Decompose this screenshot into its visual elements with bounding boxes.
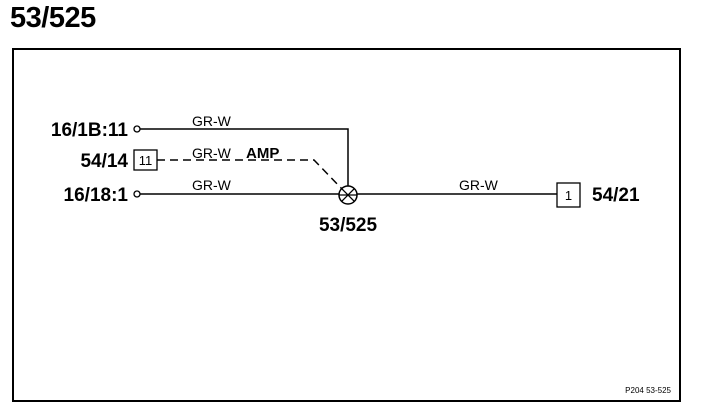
terminal-bottom-left <box>133 190 141 198</box>
wire-label-right: GR-W <box>459 177 499 193</box>
wire-label-top: GR-W <box>192 113 232 129</box>
connector-label-left-bottom: 16/18:1 <box>64 185 129 206</box>
diagram-frame <box>12 48 681 402</box>
connector-box-left-mid-pin: 11 <box>139 153 153 168</box>
wire-note-amp: AMP <box>246 145 279 162</box>
wire-label-bottom: GR-W <box>192 177 232 193</box>
page-title: 53/525 <box>10 2 96 34</box>
splice-label: 53/525 <box>319 215 378 236</box>
splice-icon <box>338 185 358 205</box>
reference-code: P204 53-525 <box>625 386 671 395</box>
connector-box-right <box>556 182 581 208</box>
terminal-top-left <box>133 125 141 133</box>
wire-mid-dashed <box>157 159 344 191</box>
connector-label-left-mid: 54/14 <box>80 151 128 172</box>
wire-label-mid: GR-W <box>192 145 232 161</box>
connector-label-right: 54/21 <box>592 185 640 206</box>
connector-label-left-top: 16/1B:11 <box>51 120 129 141</box>
wire-top <box>140 128 349 186</box>
connector-box-right-pin: 1 <box>565 188 572 203</box>
